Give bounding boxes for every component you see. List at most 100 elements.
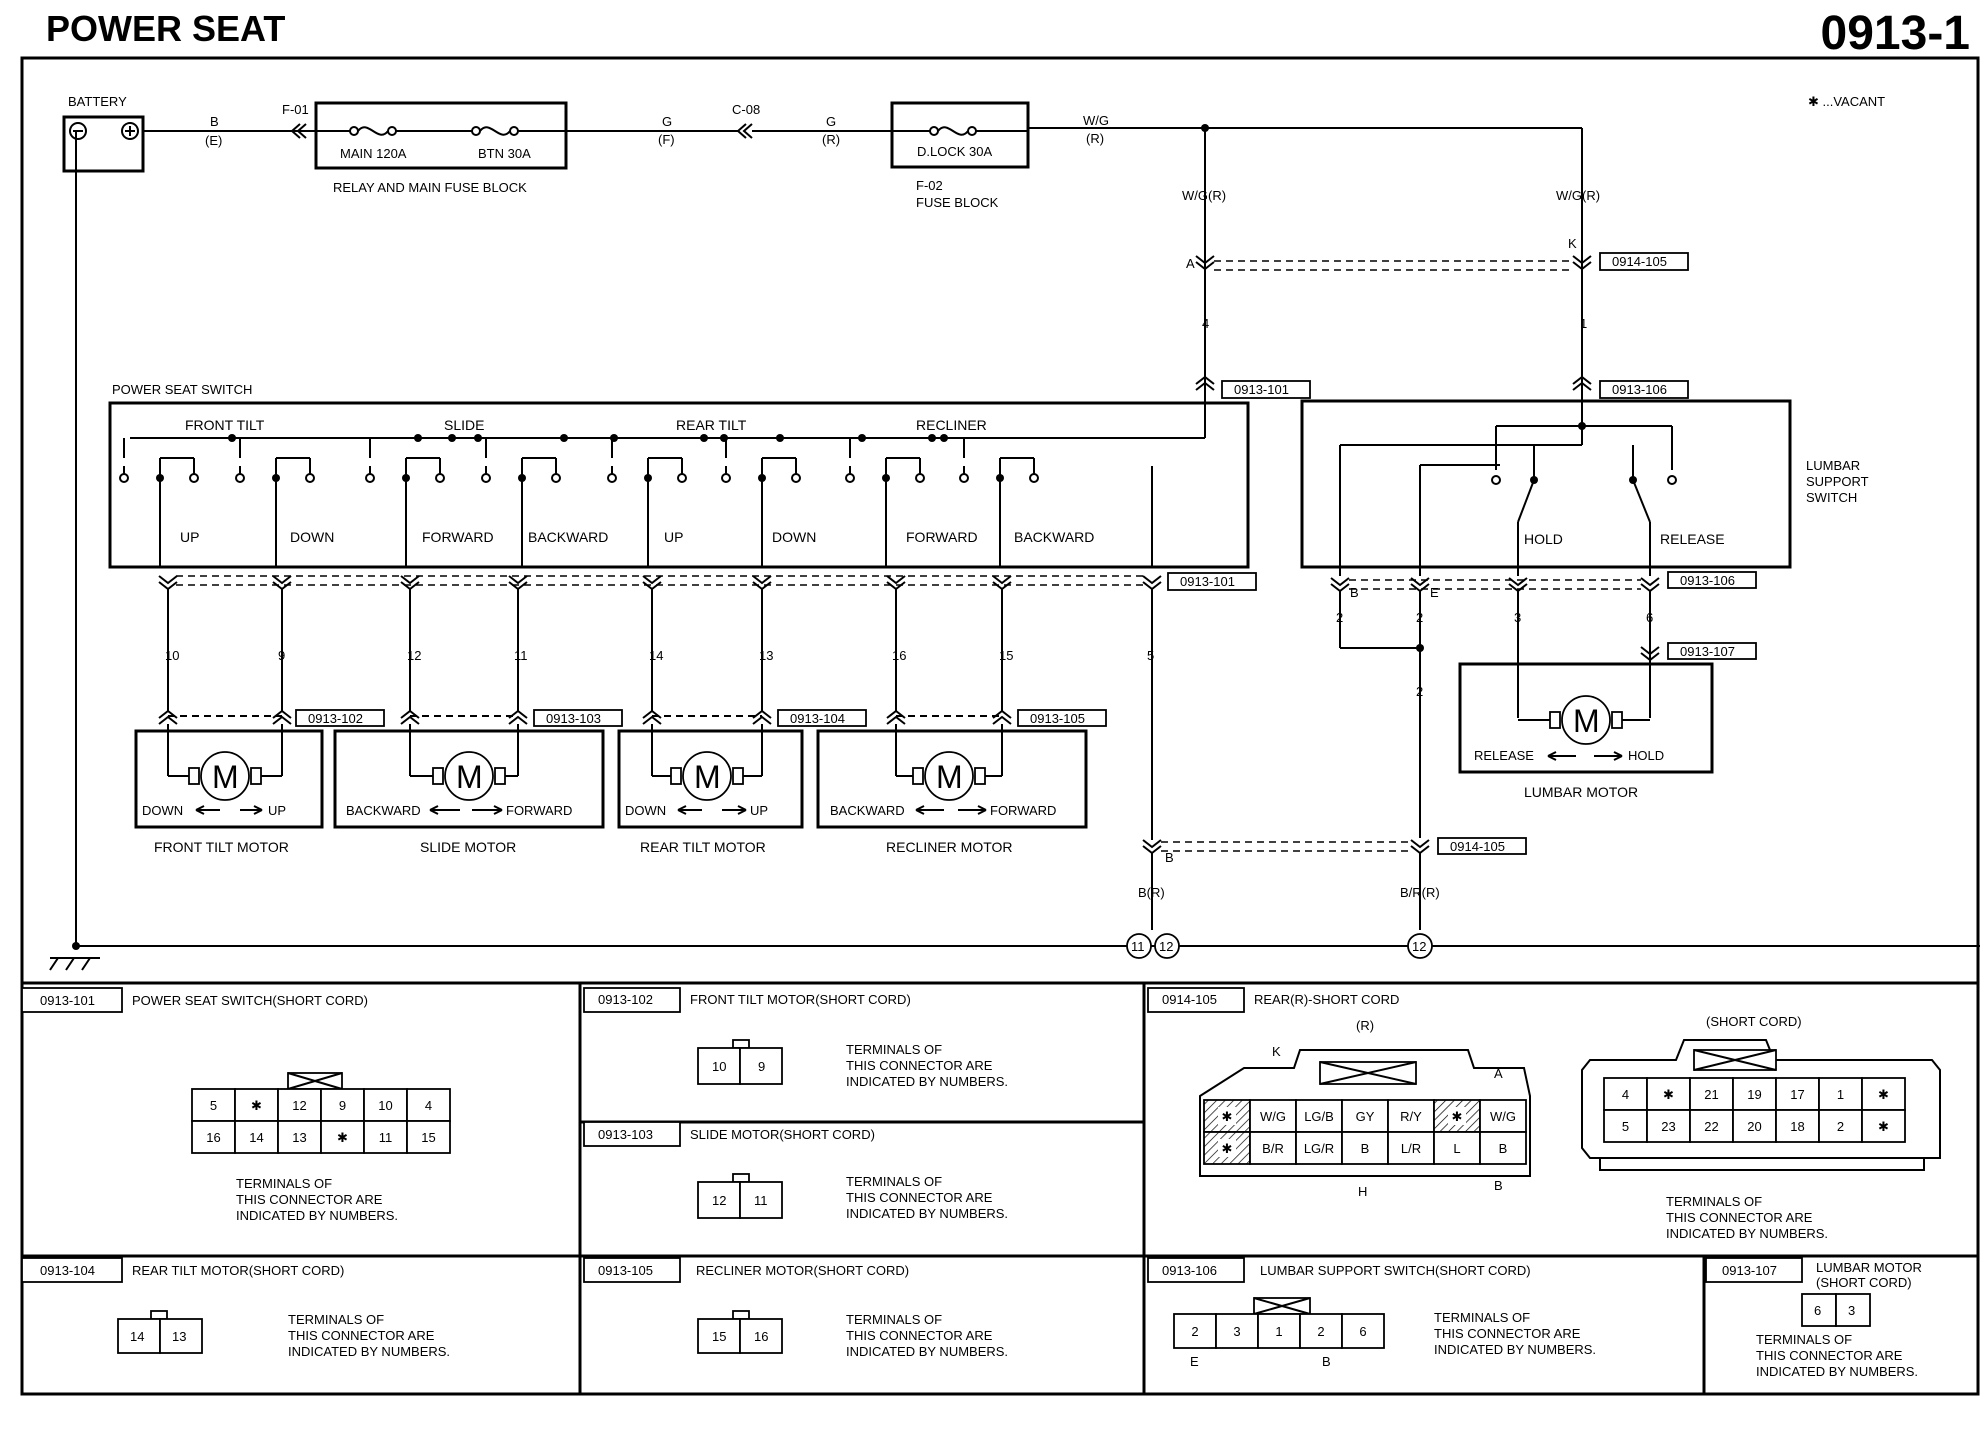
front-tilt-motor-label: FRONT TILT MOTOR [154,839,289,855]
svg-text:THIS CONNECTOR ARE: THIS CONNECTOR ARE [236,1192,383,1207]
ref-0914-105-bottom: 0914-105 [1450,839,1505,854]
svg-text:DOWN: DOWN [625,803,666,818]
svg-text:TERMINALS OF: TERMINALS OF [846,1174,942,1189]
page-number: 0913-1 [1820,7,1970,60]
svg-text:5: 5 [210,1098,217,1113]
motor-wires [158,575,1162,840]
svg-text:10: 10 [165,648,179,663]
svg-text:THIS CONNECTOR ARE: THIS CONNECTOR ARE [846,1058,993,1073]
lumbar-motor-label: LUMBAR MOTOR [1524,784,1638,800]
svg-text:TERMINALS OF: TERMINALS OF [1434,1310,1530,1325]
svg-text:14: 14 [649,648,663,663]
svg-text:TERMINALS OF: TERMINALS OF [1666,1194,1762,1209]
svg-text:W/G: W/G [1083,113,1109,128]
svg-text:9: 9 [758,1059,765,1074]
relay-main-fuse-block: MAIN 120A BTN 30A [298,101,568,170]
svg-text:A: A [1186,256,1195,271]
svg-text:D.LOCK 30A: D.LOCK 30A [917,144,992,159]
lumbar-motor: RELEASE HOLD [1458,662,1714,774]
svg-text:2: 2 [1416,684,1423,699]
svg-text:✱: ✱ [337,1130,348,1145]
svg-text:F-02: F-02 [916,178,943,193]
rear-tilt-motor-label: REAR TILT MOTOR [640,839,766,855]
svg-text:M: M [694,759,721,795]
svg-text:13: 13 [172,1329,186,1344]
svg-text:0913-107: 0913-107 [1722,1263,1777,1278]
svg-text:2: 2 [1336,610,1343,625]
svg-text:14: 14 [130,1329,144,1344]
ref-0913-103: 0913-103 [546,711,601,726]
svg-text:FORWARD: FORWARD [422,529,494,545]
ref-0913-105: 0913-105 [1030,711,1085,726]
svg-text:LUMBAR: LUMBAR [1806,458,1860,473]
slide-motor: BACKWARD FORWARD [333,729,605,829]
svg-text:THIS CONNECTOR ARE: THIS CONNECTOR ARE [288,1328,435,1343]
panel-0913-107: 0913-107 LUMBAR MOTOR (SHORT CORD) 6 3 T… [1705,1257,1922,1379]
svg-text:14: 14 [249,1130,263,1145]
ref-0913-101-bottom: 0913-101 [1180,574,1235,589]
slide-motor-label: SLIDE MOTOR [420,839,516,855]
svg-text:INDICATED BY NUMBERS.: INDICATED BY NUMBERS. [846,1206,1008,1221]
svg-text:11: 11 [754,1193,768,1208]
svg-text:23: 23 [1661,1119,1675,1134]
fuse-block-label: FUSE BLOCK [916,195,999,210]
svg-text:FORWARD: FORWARD [906,529,978,545]
svg-text:12: 12 [1159,939,1173,954]
svg-text:M: M [456,759,483,795]
svg-text:12: 12 [712,1193,726,1208]
svg-text:21: 21 [1704,1087,1718,1102]
svg-text:13: 13 [759,648,773,663]
svg-text:1: 1 [1580,316,1587,331]
svg-text:THIS CONNECTOR ARE: THIS CONNECTOR ARE [1756,1348,1903,1363]
svg-text:LG/B: LG/B [1304,1109,1334,1124]
svg-text:W/G(R): W/G(R) [1556,188,1600,203]
svg-text:POWER SEAT SWITCH(SHORT CORD): POWER SEAT SWITCH(SHORT CORD) [132,993,368,1008]
svg-text:M: M [1573,703,1600,739]
ref-0914-105-top: 0914-105 [1612,254,1667,269]
svg-text:2: 2 [1317,1324,1324,1339]
svg-text:✱: ✱ [251,1098,262,1113]
svg-text:4: 4 [1622,1087,1629,1102]
svg-text:11: 11 [379,1130,393,1145]
svg-text:L: L [1453,1141,1460,1156]
svg-text:22: 22 [1704,1119,1718,1134]
svg-text:6: 6 [1359,1324,1366,1339]
power-seat-switch-label: POWER SEAT SWITCH [112,382,252,397]
panel-0914-105: 0914-105 REAR(R)-SHORT CORD (R) (SHORT C… [1147,987,1941,1241]
svg-text:B: B [1165,850,1174,865]
svg-text:0913-101: 0913-101 [40,993,95,1008]
svg-text:INDICATED BY NUMBERS.: INDICATED BY NUMBERS. [1756,1364,1918,1379]
svg-text:TERMINALS OF: TERMINALS OF [288,1312,384,1327]
svg-text:3: 3 [1848,1303,1855,1318]
svg-text:1: 1 [1275,1324,1282,1339]
svg-text:20: 20 [1747,1119,1761,1134]
svg-text:✱: ✱ [1663,1087,1674,1102]
svg-text:RECLINER MOTOR(SHORT CORD): RECLINER MOTOR(SHORT CORD) [696,1263,909,1278]
svg-text:A: A [1494,1066,1503,1081]
svg-text:(SHORT CORD): (SHORT CORD) [1706,1014,1802,1029]
svg-text:FRONT TILT MOTOR(SHORT CORD): FRONT TILT MOTOR(SHORT CORD) [690,992,911,1007]
ground-symbol [49,957,100,971]
front-tilt-motor: DOWN UP [134,729,324,829]
panel-0913-101: 0913-101 POWER SEAT SWITCH(SHORT CORD) 5… [21,987,451,1223]
dlock-fuse: D.LOCK 30A [890,101,1030,169]
svg-text:H: H [1358,1184,1367,1199]
panel-0913-102: 0913-102 FRONT TILT MOTOR(SHORT CORD) 10… [583,987,1008,1089]
svg-text:REAR(R)-SHORT CORD: REAR(R)-SHORT CORD [1254,992,1399,1007]
svg-text:BACKWARD: BACKWARD [830,803,905,818]
ground-point-12: 12 [1407,933,1433,959]
svg-text:B: B [210,114,219,129]
svg-text:TERMINALS OF: TERMINALS OF [846,1042,942,1057]
svg-text:13: 13 [292,1130,306,1145]
svg-text:19: 19 [1747,1087,1761,1102]
svg-text:FRONT TILT: FRONT TILT [185,417,265,433]
svg-text:E: E [1430,585,1439,600]
svg-text:RELEASE: RELEASE [1474,748,1534,763]
svg-text:DOWN: DOWN [142,803,183,818]
ref-0913-107: 0913-107 [1680,644,1735,659]
svg-text:0913-105: 0913-105 [598,1263,653,1278]
svg-text:✱: ✱ [1222,1141,1233,1156]
svg-text:5: 5 [1147,648,1154,663]
